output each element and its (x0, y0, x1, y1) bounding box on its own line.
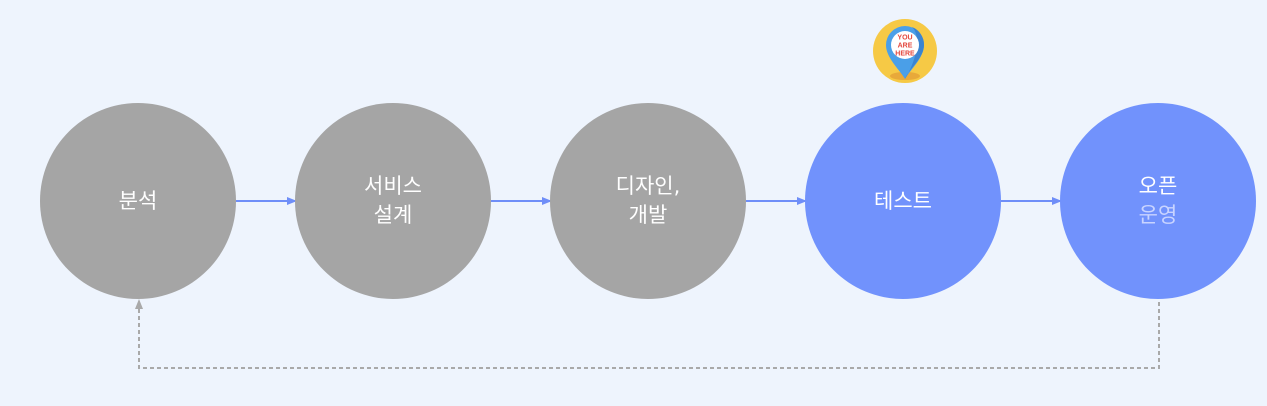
stage-label: 서비스 (364, 174, 422, 198)
stage-label: 분석 (118, 188, 158, 213)
stage-open-operation: 오픈 운영 (1060, 103, 1256, 299)
stage-analysis: 분석 (40, 103, 236, 299)
stage-test: 테스트 (805, 103, 1001, 299)
stage-label: 테스트 (874, 188, 932, 213)
stage-service-design: 서비스 설계 (295, 103, 491, 299)
marker-text-line1: YOU (897, 35, 912, 42)
stage-label-line2: 개발 (628, 203, 668, 227)
you-are-here-marker-icon: YOU ARE HERE (873, 19, 937, 83)
marker-text-line2: ARE (898, 43, 913, 50)
feedback-loop-arrow (135, 299, 1160, 369)
stage-label: 오픈 (1138, 174, 1178, 198)
marker-text-line3: HERE (895, 51, 915, 58)
stage-label: 디자인, (615, 174, 681, 198)
stage-label-line2: 운영 (1138, 203, 1178, 227)
stage-design-development: 디자인, 개발 (550, 103, 746, 299)
stage-label-line2: 설계 (373, 203, 413, 227)
